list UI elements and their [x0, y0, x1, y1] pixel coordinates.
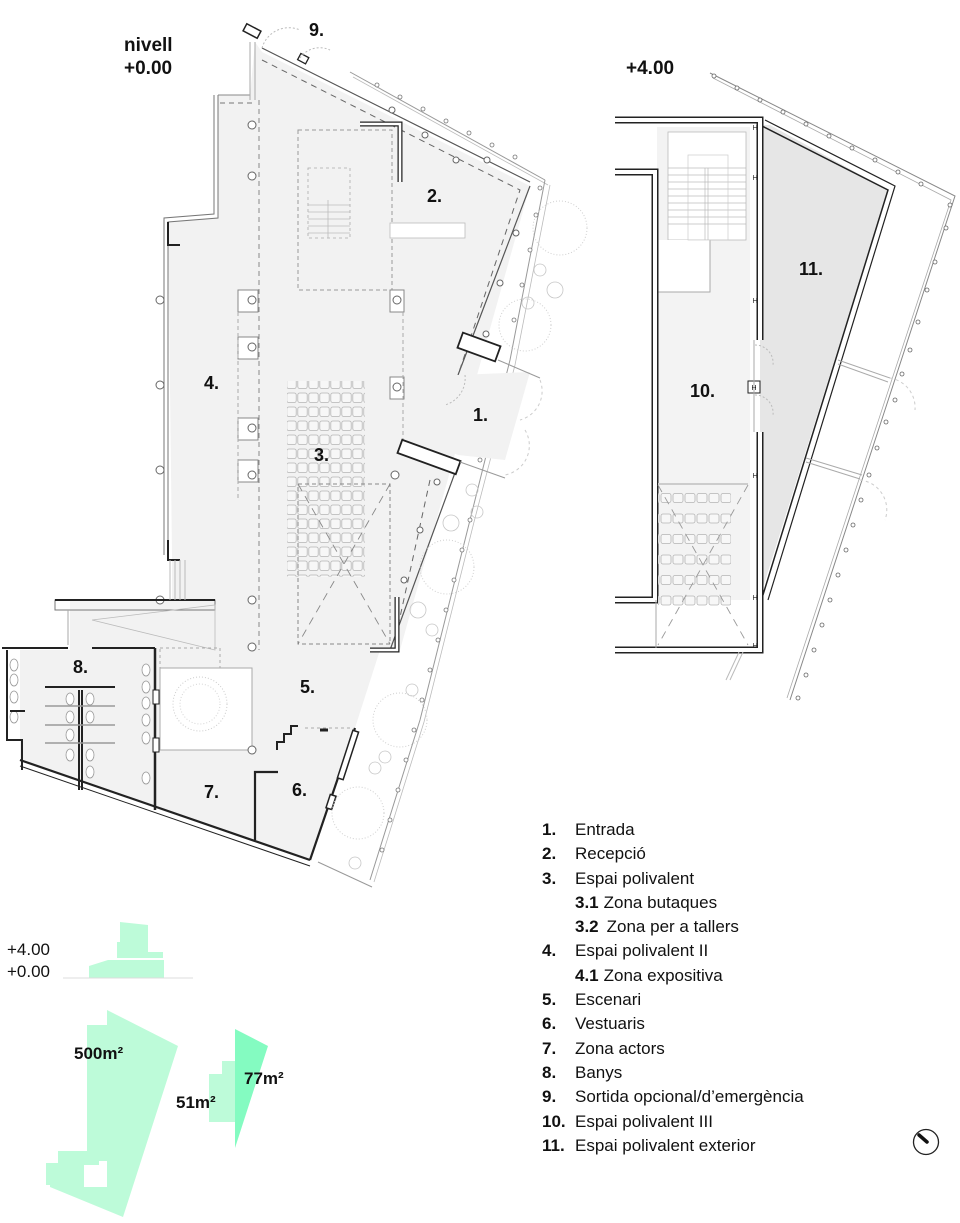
- legend-item: 7. Zona actors: [542, 1037, 804, 1061]
- legend-num: 8.: [542, 1062, 557, 1082]
- upper-exterior-area-label: 77m²: [244, 1069, 284, 1088]
- svg-text:H: H: [752, 473, 757, 480]
- legend-text: Zona expositiva: [603, 965, 723, 985]
- legend-text: Sortida opcional/d’emergència: [575, 1087, 804, 1107]
- legend-item: 11. Espai polivalent exterior: [542, 1134, 804, 1158]
- legend-num: 6.: [542, 1014, 557, 1034]
- legend: 1. Entrada 2. Recepció 3. Espai polivalent …: [542, 818, 804, 1158]
- legend-num: 10.: [542, 1111, 566, 1131]
- legend-item: 6. Vestuaris: [542, 1012, 804, 1036]
- room-label-5: 5.: [300, 677, 316, 697]
- legend-num: 1.: [542, 820, 557, 839]
- legend-num: 5.: [542, 990, 557, 1010]
- north-arrow-icon: [912, 1128, 940, 1156]
- seating-area: [287, 381, 365, 577]
- terrace-area: [760, 125, 888, 597]
- legend-text: Zona per a tallers: [606, 917, 739, 937]
- ground-area-label: 500m²: [74, 1044, 124, 1063]
- legend-subitem: 3.2 Zona per a tallers: [542, 915, 804, 939]
- room-label-3: 3.: [314, 445, 330, 465]
- ground-floor-area: [20, 42, 530, 860]
- svg-text:H: H: [752, 125, 757, 132]
- legend-num: 3.2: [575, 917, 599, 937]
- legend-item: 10. Espai polivalent III: [542, 1110, 804, 1134]
- ground-level-title: nivell +0.00: [124, 34, 173, 80]
- legend-text: Banys: [575, 1062, 623, 1082]
- upper-interior-area-shape: [209, 1061, 235, 1122]
- legend-text: Entrada: [575, 820, 635, 839]
- upper-exterior-area-shape: [235, 1029, 268, 1148]
- legend-num: 11.: [542, 1135, 565, 1155]
- svg-text:H: H: [752, 643, 757, 650]
- legend-text: Espai polivalent: [575, 868, 695, 888]
- legend-num: 3.: [542, 868, 557, 888]
- outer-wall-east-2: [389, 469, 457, 651]
- legend-text: Zona actors: [575, 1038, 665, 1058]
- section-level-ground: +0.00: [7, 962, 51, 981]
- outer-wall-south: [19, 758, 311, 862]
- ground-area-shape: [46, 1010, 178, 1217]
- room-label-4: 4.: [204, 373, 220, 393]
- room-label-1: 1.: [473, 405, 489, 425]
- ground-level-title-line2: +0.00: [124, 58, 173, 79]
- ground-level-title-line1: nivell: [124, 35, 173, 56]
- legend-text: Escenari: [575, 990, 642, 1010]
- legend-item: 1. Entrada: [542, 818, 804, 842]
- legend-text: Espai polivalent II: [575, 941, 709, 961]
- svg-text:H: H: [752, 175, 757, 182]
- room-label-9: 9.: [309, 20, 325, 40]
- upper-interior-area-label: 51m²: [176, 1093, 216, 1112]
- svg-text:H: H: [752, 595, 757, 602]
- legend-text: Espai polivalent exterior: [575, 1135, 756, 1155]
- legend-item: 9. Sortida opcional/d’emergència: [542, 1085, 804, 1109]
- legend-num: 4.1: [575, 965, 599, 985]
- room-label-11: 11.: [799, 259, 824, 279]
- legend-num: 7.: [542, 1038, 557, 1058]
- room-label-10: 10.: [690, 381, 716, 401]
- legend-item: 5. Escenari: [542, 988, 804, 1012]
- legend-num: 3.1: [575, 892, 599, 912]
- legend-text: Espai polivalent III: [575, 1111, 713, 1131]
- legend-item: 2. Recepció: [542, 842, 804, 866]
- svg-text:H: H: [752, 298, 757, 305]
- legend-item: 4. Espai polivalent II: [542, 939, 804, 963]
- legend-num: 2.: [542, 844, 557, 864]
- legend-text: Recepció: [575, 844, 646, 864]
- legend-num: 4.: [542, 941, 557, 961]
- room-label-6: 6.: [292, 780, 308, 800]
- legend-item: 8. Banys: [542, 1061, 804, 1085]
- legend-text: Vestuaris: [575, 1014, 645, 1034]
- section-level-upper: +4.00: [7, 940, 51, 959]
- legend-num: 9.: [542, 1087, 557, 1107]
- room-label-2: 2.: [427, 186, 443, 206]
- room-label-8: 8.: [73, 657, 89, 677]
- legend-text: Zona butaques: [603, 892, 718, 912]
- legend-item: 3. Espai polivalent: [542, 867, 804, 891]
- room-label-7: 7.: [204, 782, 220, 802]
- upper-level-title: +4.00: [626, 58, 675, 79]
